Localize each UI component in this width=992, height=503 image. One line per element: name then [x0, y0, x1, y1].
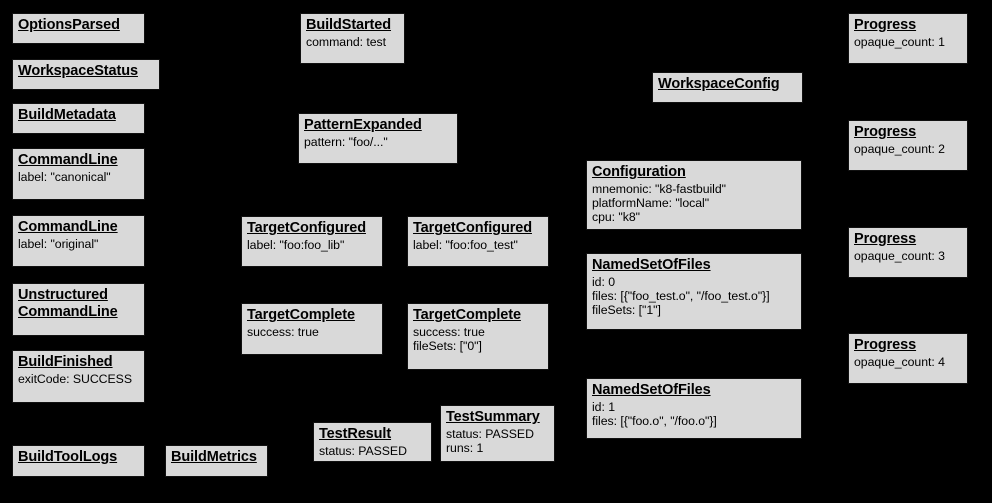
- node-fields: exitCode: SUCCESS: [18, 372, 139, 386]
- node-fields: opaque_count: 3: [854, 249, 962, 263]
- node-field: success: true: [247, 324, 319, 339]
- node-field: platformName: "local": [592, 196, 710, 211]
- graph-node-build-metadata[interactable]: BuildMetadata: [12, 103, 145, 134]
- node-fields: label: "original": [18, 237, 139, 251]
- node-field: label: "original": [18, 236, 99, 251]
- node-field: status: PASSED: [446, 426, 534, 441]
- node-fields: pattern: "foo/...": [304, 135, 452, 149]
- node-field: opaque_count: 4: [854, 354, 945, 369]
- node-fields: mnemonic: "k8-fastbuild"platformName: "l…: [592, 182, 796, 225]
- graph-node-unstructured-command-line[interactable]: Unstructured CommandLine: [12, 283, 145, 336]
- node-fields: opaque_count: 4: [854, 355, 962, 369]
- node-field: opaque_count: 2: [854, 141, 945, 156]
- node-field: opaque_count: 1: [854, 34, 945, 49]
- node-title: WorkspaceConfig: [658, 76, 780, 92]
- node-field: id: 1: [592, 399, 615, 414]
- node-fields: command: test: [306, 35, 399, 49]
- graph-node-workspace-status[interactable]: WorkspaceStatus: [12, 59, 160, 90]
- node-title: NamedSetOfFiles: [592, 257, 711, 273]
- node-title: Progress: [854, 337, 917, 353]
- node-title: BuildToolLogs: [18, 449, 118, 465]
- node-field: status: PASSED: [319, 443, 407, 458]
- node-field: id: 0: [592, 274, 615, 289]
- node-title: Progress: [854, 231, 917, 247]
- node-title: BuildMetadata: [18, 107, 116, 123]
- node-title: Progress: [854, 124, 917, 140]
- node-fields: success: true: [247, 325, 377, 339]
- node-field: label: "canonical": [18, 169, 111, 184]
- node-title: TestSummary: [446, 409, 540, 425]
- node-title: Unstructured CommandLine: [18, 287, 118, 320]
- node-fields: opaque_count: 1: [854, 35, 962, 49]
- node-title: NamedSetOfFiles: [592, 382, 711, 398]
- node-field: pattern: "foo/...": [304, 134, 388, 149]
- node-title: Configuration: [592, 164, 686, 180]
- node-field: fileSets: ["0"]: [413, 339, 482, 354]
- node-field: cpu: "k8": [592, 210, 640, 225]
- node-fields: label: "foo:foo_test": [413, 238, 543, 252]
- node-title: WorkspaceStatus: [18, 63, 138, 79]
- graph-node-workspace-config[interactable]: WorkspaceConfig: [652, 72, 803, 103]
- node-title: CommandLine: [18, 219, 118, 235]
- node-fields: opaque_count: 2: [854, 142, 962, 156]
- node-title: OptionsParsed: [18, 17, 120, 33]
- node-title: TargetComplete: [247, 307, 355, 323]
- node-field: files: [{"foo_test.o", "/foo_test.o"}]: [592, 289, 770, 304]
- node-title: TargetConfigured: [247, 220, 366, 236]
- node-field: command: test: [306, 34, 386, 49]
- node-fields: status: PASSED: [319, 444, 426, 458]
- node-field: exitCode: SUCCESS: [18, 371, 132, 386]
- node-field: files: [{"foo.o", "/foo.o"}]: [592, 414, 717, 429]
- node-field: fileSets: ["1"]: [592, 303, 661, 318]
- node-title: BuildMetrics: [171, 449, 257, 465]
- node-field: label: "foo:foo_lib": [247, 237, 345, 252]
- node-title: TargetConfigured: [413, 220, 532, 236]
- node-field: opaque_count: 3: [854, 248, 945, 263]
- graph-node-build-metrics[interactable]: BuildMetrics: [165, 445, 268, 477]
- node-title: TargetComplete: [413, 307, 521, 323]
- node-field: label: "foo:foo_test": [413, 237, 518, 252]
- node-field: success: true: [413, 324, 485, 339]
- node-title: BuildStarted: [306, 17, 392, 33]
- node-title: Progress: [854, 17, 917, 33]
- graph-node-build-tool-logs[interactable]: BuildToolLogs: [12, 445, 145, 477]
- node-title: PatternExpanded: [304, 117, 422, 133]
- node-field: runs: 1: [446, 441, 484, 456]
- node-title: TestResult: [319, 426, 392, 442]
- node-title: CommandLine: [18, 152, 118, 168]
- node-title: BuildFinished: [18, 354, 113, 370]
- node-fields: label: "canonical": [18, 170, 139, 184]
- node-fields: label: "foo:foo_lib": [247, 238, 377, 252]
- graph-node-options-parsed[interactable]: OptionsParsed: [12, 13, 145, 44]
- node-field: mnemonic: "k8-fastbuild": [592, 181, 726, 196]
